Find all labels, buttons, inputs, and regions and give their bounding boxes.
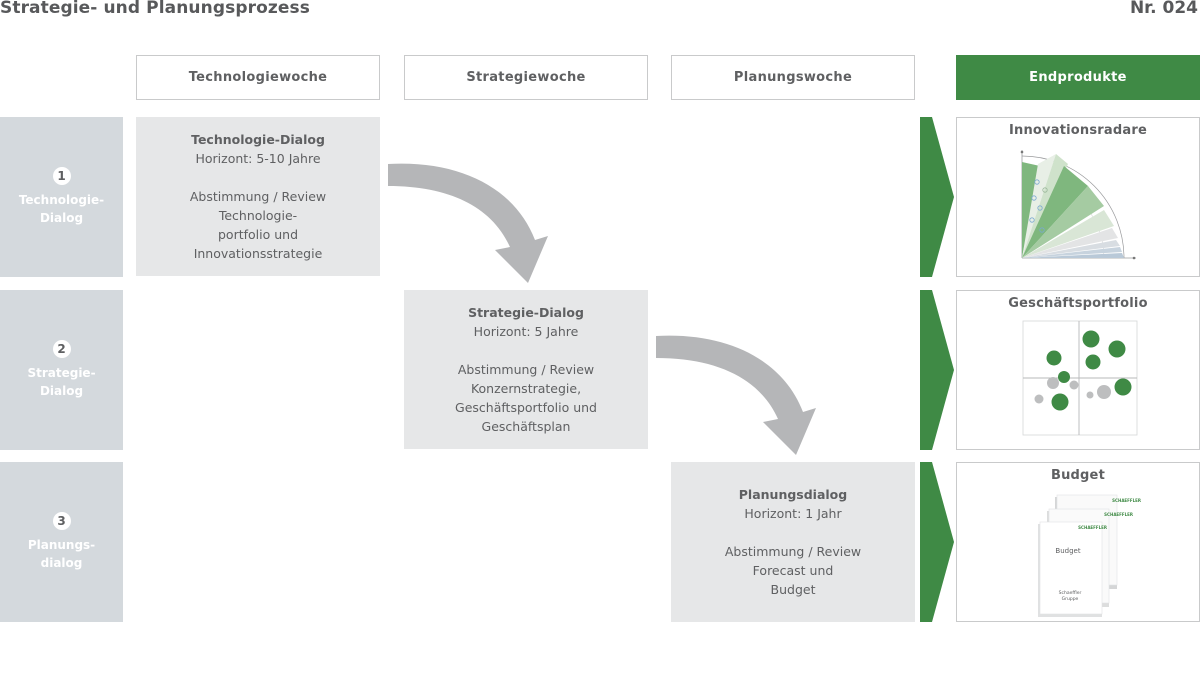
- doc-brand-label: SCHAEFFLER: [1112, 498, 1141, 503]
- row-label-planungsdialog: 3 Planungs- dialog: [0, 462, 123, 622]
- dialog-line: Abstimmung / Review: [457, 362, 595, 377]
- dialog-line: Technologie-: [218, 208, 298, 223]
- flow-arrow-strategie-to-planung: [656, 335, 816, 455]
- row-number-badge: 3: [52, 512, 71, 530]
- dialog-horizon: Horizont: 5-10 Jahre: [195, 151, 321, 166]
- dialog-box-technologie: Technologie-Dialog Horizont: 5-10 Jahre …: [136, 117, 380, 276]
- dialog-line: Abstimmung / Review: [189, 189, 327, 204]
- product-title: Innovationsradare: [1008, 123, 1147, 138]
- row-label-line: Technologie-: [18, 193, 105, 207]
- row-label-line: Planungs-: [27, 538, 96, 552]
- doc-footer: Schaeffler Gruppe: [1058, 591, 1082, 602]
- doc-brand-label: SCHAEFFLER: [1104, 512, 1133, 517]
- dialog-line: Geschäftsplan: [481, 419, 571, 434]
- column-header-strategiewoche: Strategiewoche: [404, 55, 648, 100]
- product-title: Budget: [1050, 468, 1105, 483]
- dialog-line: Budget: [770, 582, 816, 597]
- row-label-line: dialog: [40, 556, 83, 570]
- product-box-budget: Budget SCHAEFFLER SCHAEFFLER SCHAEFFLER …: [956, 462, 1200, 622]
- row-label-line: Dialog: [39, 211, 84, 225]
- innovation-radar-thumbnail: [1020, 150, 1136, 260]
- column-header-planungswoche: Planungswoche: [671, 55, 915, 100]
- doc-title: Budget: [1055, 547, 1081, 555]
- dialog-line: Geschäftsportfolio und: [455, 400, 597, 415]
- dialog-line: Forecast und: [752, 563, 834, 578]
- page-number: Nr. 024: [1129, 0, 1198, 18]
- column-header-technologiewoche: Technologiewoche: [136, 55, 380, 100]
- page-title: Strategie- und Planungsprozess: [0, 0, 310, 18]
- dialog-horizon: Horizont: 1 Jahr: [744, 506, 842, 521]
- dialog-title: Strategie-Dialog: [468, 305, 584, 320]
- dialog-title: Technologie-Dialog: [191, 132, 325, 147]
- column-header-endprodukte: Endprodukte: [956, 55, 1200, 100]
- product-box-geschaeftsportfolio: Geschäftsportfolio: [956, 290, 1200, 450]
- row-label-line: Strategie-: [27, 366, 96, 380]
- product-title: Geschäftsportfolio: [1008, 296, 1148, 311]
- green-chevron-arrow: [920, 290, 954, 450]
- green-chevron-arrow: [920, 462, 954, 622]
- dialog-box-planung: Planungsdialog Horizont: 1 Jahr Abstimmu…: [671, 462, 915, 622]
- row-label-strategie-dialog: 2 Strategie- Dialog: [0, 290, 123, 450]
- dialog-box-strategie: Strategie-Dialog Horizont: 5 Jahre Absti…: [404, 290, 648, 449]
- flow-arrow-technologie-to-strategie: [388, 163, 548, 283]
- product-box-innovationsradare: Innovationsradare: [956, 117, 1200, 277]
- row-label-line: Dialog: [39, 384, 84, 398]
- dialog-line: Konzernstrategie,: [470, 381, 582, 396]
- row-label-technologie-dialog: 1 Technologie- Dialog: [0, 117, 123, 277]
- green-chevron-arrow: [920, 117, 954, 277]
- portfolio-matrix-thumbnail: [1022, 320, 1138, 436]
- dialog-horizon: Horizont: 5 Jahre: [473, 324, 579, 339]
- dialog-line: Innovationsstrategie: [193, 246, 323, 261]
- budget-document-stack: [1038, 494, 1118, 617]
- doc-brand-label: SCHAEFFLER: [1078, 525, 1107, 530]
- dialog-title: Planungsdialog: [738, 487, 848, 502]
- row-number-badge: 2: [52, 340, 71, 358]
- dialog-line: portfolio und: [217, 227, 299, 242]
- row-number-badge: 1: [52, 167, 71, 185]
- dialog-line: Abstimmung / Review: [724, 544, 862, 559]
